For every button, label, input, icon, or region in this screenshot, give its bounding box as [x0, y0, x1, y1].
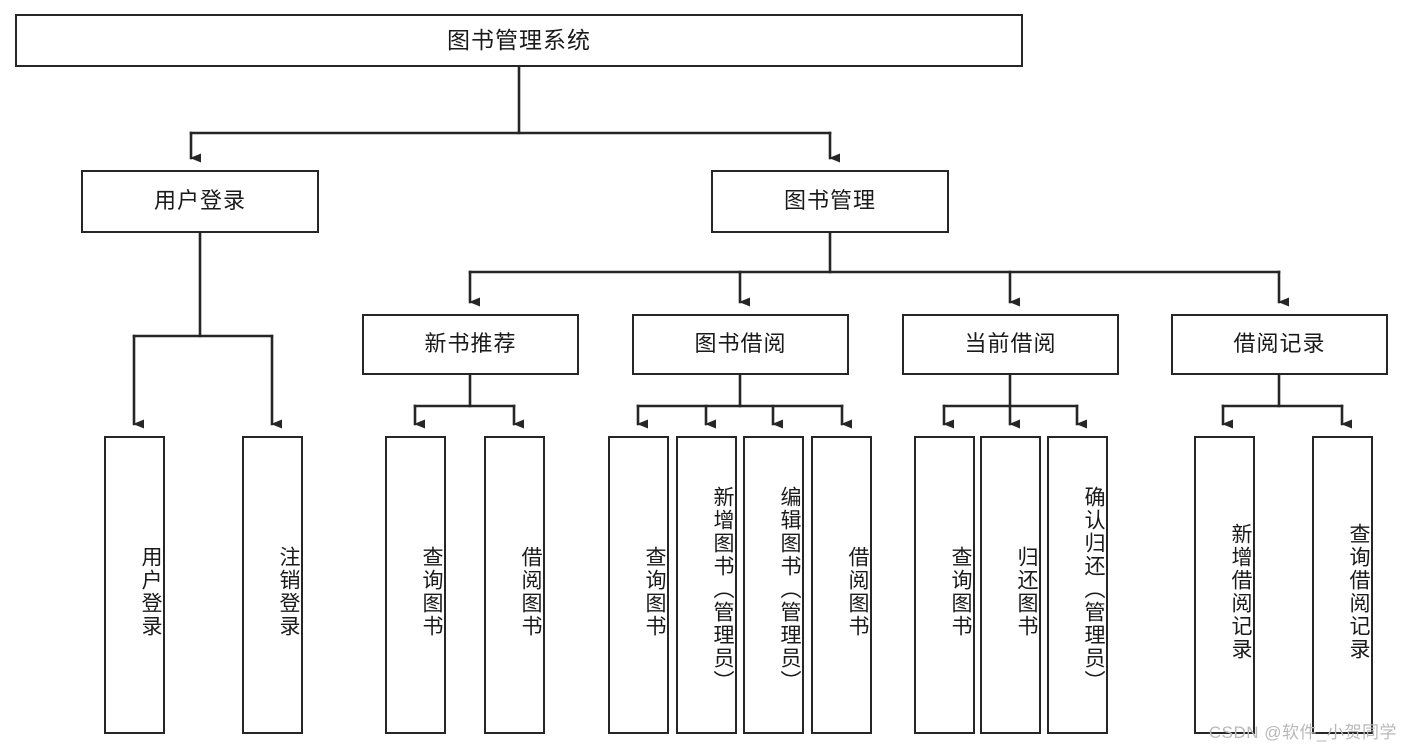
node-borrow-records[interactable]: 借阅记录	[1171, 314, 1388, 375]
leaf-query-books-borrow[interactable]: 查询图书	[608, 436, 669, 734]
leaf-confirm-return-admin[interactable]: 确认归还（管理员）	[1047, 436, 1108, 734]
leaf-borrow-books-newbook[interactable]: 借阅图书	[484, 436, 545, 734]
leaf-borrow-books-borrow[interactable]: 借阅图书	[811, 436, 872, 734]
node-root-system[interactable]: 图书管理系统	[15, 14, 1023, 67]
leaf-user-logout[interactable]: 注销登录	[242, 436, 303, 734]
node-new-book-recommendation[interactable]: 新书推荐	[362, 314, 579, 375]
leaf-user-login[interactable]: 用户登录	[104, 436, 165, 734]
node-book-borrowing[interactable]: 图书借阅	[632, 314, 849, 375]
leaf-query-books-current[interactable]: 查询图书	[914, 436, 975, 734]
leaf-add-book-admin[interactable]: 新增图书（管理员）	[676, 436, 737, 734]
leaf-query-books-newbook[interactable]: 查询图书	[385, 436, 446, 734]
leaf-add-borrow-record[interactable]: 新增借阅记录	[1194, 436, 1255, 734]
leaf-query-borrow-record[interactable]: 查询借阅记录	[1312, 436, 1373, 734]
leaf-edit-book-admin[interactable]: 编辑图书（管理员）	[743, 436, 804, 734]
leaf-return-books[interactable]: 归还图书	[980, 436, 1041, 734]
node-user-login[interactable]: 用户登录	[81, 170, 319, 233]
node-book-management[interactable]: 图书管理	[711, 170, 949, 233]
csdn-watermark: CSDN @软件_小贺同学	[1208, 723, 1397, 742]
node-current-borrowing[interactable]: 当前借阅	[902, 314, 1119, 375]
